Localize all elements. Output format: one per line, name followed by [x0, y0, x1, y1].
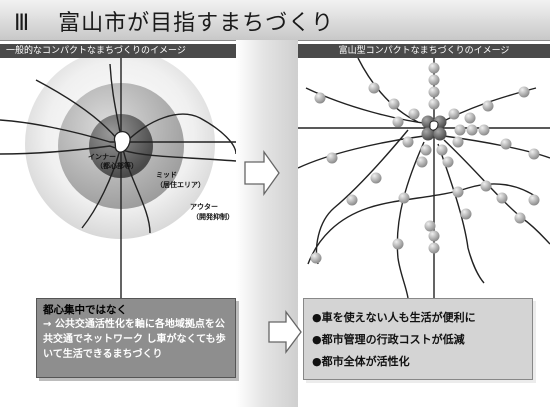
title-number: Ⅲ	[14, 11, 31, 36]
toyama-compact-city-diagram	[298, 58, 550, 298]
outer-zone-desc: （開発抑制）	[192, 212, 234, 221]
mid-zone-label: ミッド	[156, 171, 177, 179]
right-panel-header: 富山型コンパクトなまちづくりのイメージ	[298, 44, 550, 58]
title-bar: Ⅲ 富山市が目指すまちづくり	[0, 0, 550, 41]
right-arrow-icon	[244, 150, 280, 196]
transit-lines	[298, 58, 550, 298]
general-approach-heading: 都心集中ではなく	[43, 304, 127, 316]
hub-nodes	[310, 62, 540, 264]
outer-zone-label: アウター	[190, 202, 218, 211]
rail-lines	[0, 58, 236, 298]
city-center-shape	[113, 130, 131, 153]
benefit-item: ●車を使えない人も生活が便利に	[312, 311, 476, 324]
right-arrow-icon	[268, 310, 302, 354]
general-approach-box: 都心集中ではなく → 公共交通活性化を軸に各地域拠点を公共交通でネットワーク し…	[36, 298, 236, 378]
benefit-item: ●都市管理の行政コストが低減	[312, 333, 465, 346]
benefits-box: ●車を使えない人も生活が便利に ●都市管理の行政コストが低減 ●都市全体が活性化	[303, 298, 533, 380]
center-hub	[421, 115, 447, 141]
page-title: Ⅲ 富山市が目指すまちづくり	[14, 5, 334, 37]
left-panel-header: 一般的なコンパクトなまちづくりのイメージ	[0, 44, 236, 58]
inner-zone-label: インナー	[88, 153, 116, 161]
title-text: 富山市が目指すまちづくり	[58, 11, 335, 36]
mid-zone-desc: （居住エリア）	[156, 180, 205, 189]
general-compact-city-diagram: インナー （都心部等） ミッド （居住エリア） アウター （開発抑制）	[0, 58, 236, 298]
general-approach-body: → 公共交通活性化を軸に各地域拠点を公共交通でネットワーク し車がなくても歩いて…	[43, 319, 226, 360]
inner-zone-desc: （都心部等）	[96, 161, 138, 170]
benefit-item: ●都市全体が活性化	[312, 355, 410, 368]
